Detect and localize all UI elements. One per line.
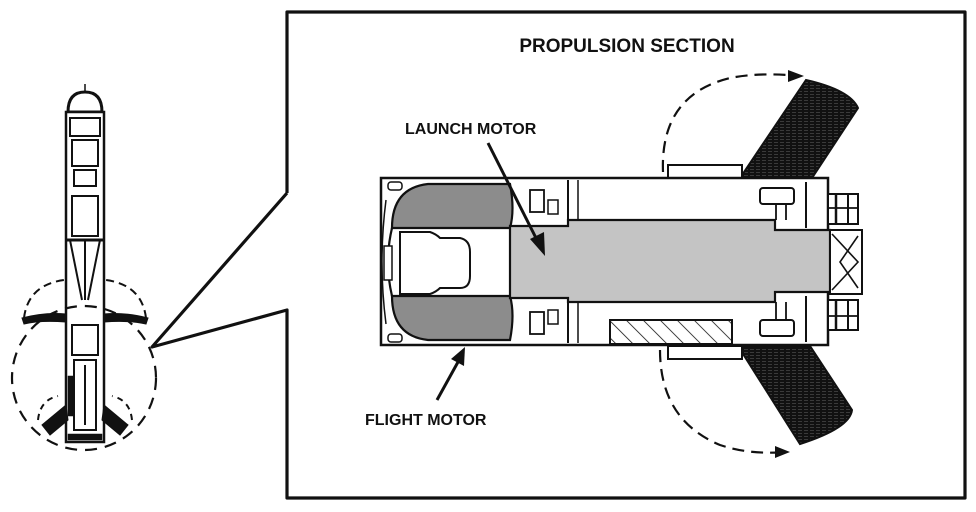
callout-frame — [150, 10, 967, 500]
hatched-component — [609, 319, 733, 345]
flight-motor-label: FLIGHT MOTOR — [365, 412, 487, 429]
missile-nose — [66, 90, 104, 114]
flight-motor-upper — [390, 182, 514, 230]
propulsion-cross-section — [379, 70, 863, 458]
flight-motor-arrow — [435, 347, 465, 401]
section-title: PROPULSION SECTION — [519, 36, 734, 57]
nozzle-assembly — [827, 193, 863, 331]
upper-fin-deploy-arc — [661, 73, 801, 173]
detail-callout-circle — [10, 304, 158, 452]
flight-motor-lower — [390, 294, 514, 342]
lower-fin-deploy-arc — [658, 349, 786, 454]
lower-fin — [736, 345, 854, 446]
launch-motor — [508, 218, 832, 304]
upper-fin — [738, 78, 860, 179]
launch-motor-label: LAUNCH MOTOR — [405, 121, 537, 138]
launch-motor-arrow — [486, 142, 545, 256]
missile-tail-fins — [41, 404, 129, 436]
missile-wings — [21, 313, 149, 325]
missile-overview — [10, 84, 158, 452]
